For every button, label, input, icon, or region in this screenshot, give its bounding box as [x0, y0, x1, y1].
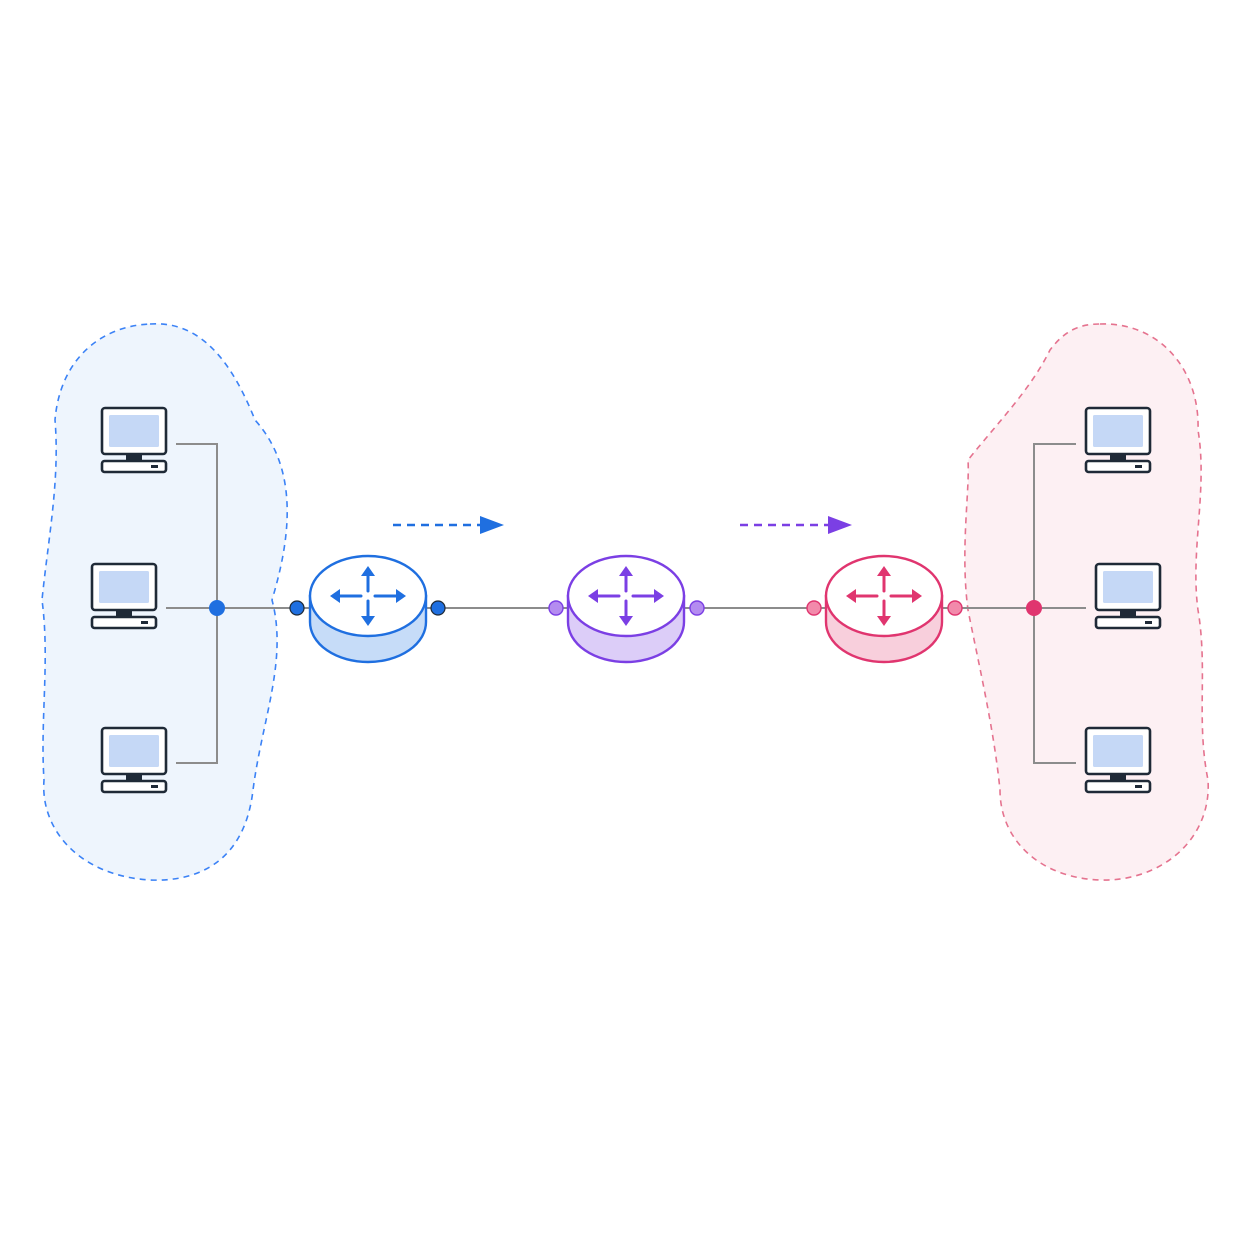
router-middle-port-out [689, 600, 705, 616]
router-left-port-in [289, 600, 305, 616]
computer-right-3 [1084, 726, 1152, 794]
computer-right-2 [1094, 562, 1162, 630]
router-left-port-out [430, 600, 446, 616]
router-middle-port-in [548, 600, 564, 616]
computer-right-1 [1084, 406, 1152, 474]
computer-left-2 [90, 562, 158, 630]
router-middle [568, 556, 684, 662]
computer-left-3 [100, 726, 168, 794]
router-left [310, 556, 426, 662]
right-network-cloud [964, 323, 1209, 881]
flow-arrow-right [740, 516, 852, 534]
router-right [826, 556, 942, 662]
flow-arrow-left [393, 516, 504, 534]
computer-left-1 [100, 406, 168, 474]
router-right-port-in [806, 600, 822, 616]
router-right-port-out [947, 600, 963, 616]
left-junction-dot [209, 600, 225, 616]
right-junction-dot [1026, 600, 1042, 616]
